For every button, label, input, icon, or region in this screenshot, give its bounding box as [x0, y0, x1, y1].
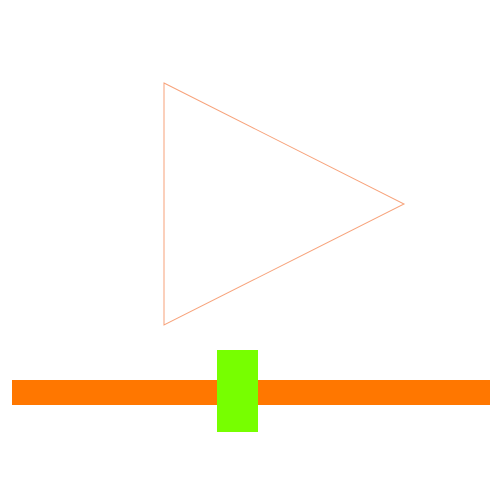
play-triangle-outline	[163, 82, 406, 326]
slider-thumb[interactable]	[217, 350, 259, 432]
